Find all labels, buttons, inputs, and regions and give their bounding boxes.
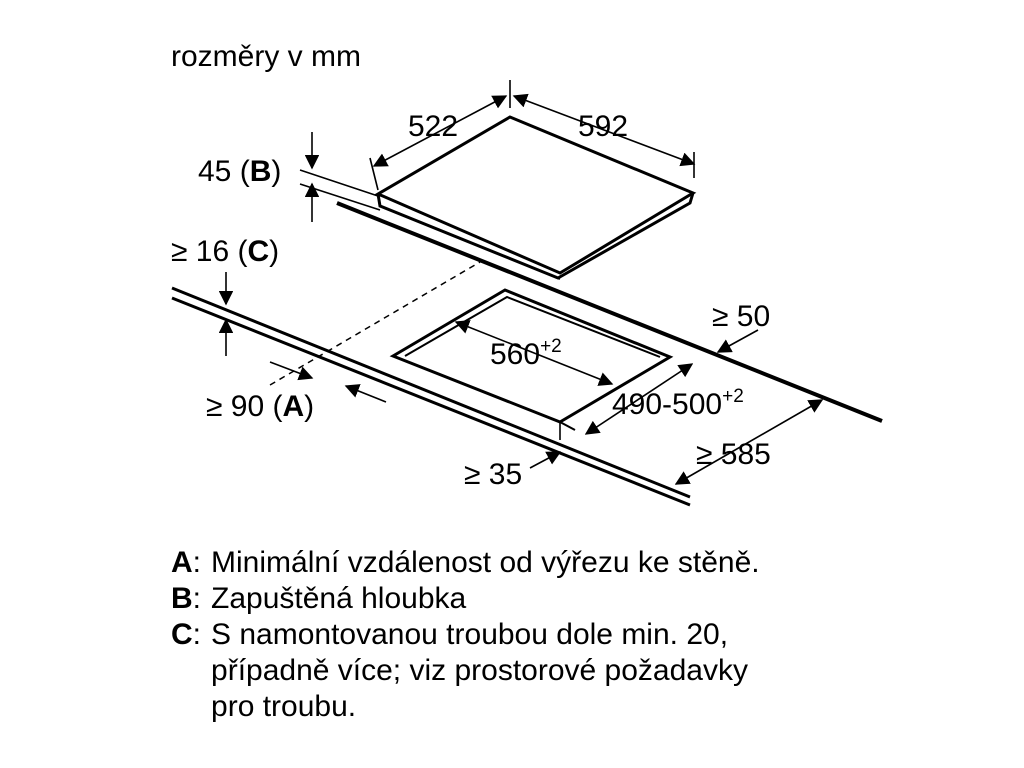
legend-row-c: C: S namontovanou troubou dole min. 20, …: [171, 618, 748, 723]
legend: A: Minimální vzdálenost od výřezu ke stě…: [171, 545, 931, 725]
dim-back-min: ≥ 50: [712, 300, 770, 333]
worktop-back-edge: [336, 201, 883, 423]
dim-front-min: ≥ 35: [464, 458, 522, 491]
dim-front-offset: ≥ 16 (C): [171, 235, 279, 268]
legend-key: B: [171, 582, 193, 615]
legend-text: Zapuštěná hloubka: [211, 582, 467, 615]
legend-text: Minimální vzdálenost od výřezu ke stěně.: [211, 546, 760, 579]
legend-key: C: [171, 618, 193, 651]
worktop-front-edge-bottom: [171, 296, 691, 507]
dim-hob-height: 45 (B): [198, 155, 281, 188]
dim-hob-width: 592: [578, 110, 628, 143]
dim-hob-depth: 522: [408, 110, 458, 143]
units-caption: rozměry v mm: [171, 40, 361, 73]
legend-text: S namontovanou troubou dole min. 20, pří…: [211, 618, 748, 723]
worktop-edges: [171, 201, 883, 507]
dim-wall-distance: ≥ 90 (A): [206, 390, 314, 423]
worktop-front-edge-top: [171, 286, 691, 499]
legend-row-b: B: Zapuštěná hloubka: [171, 582, 467, 615]
dimension-lines: [218, 80, 824, 485]
dim-worktop-depth: ≥ 585: [696, 438, 771, 471]
legend-key: A: [171, 546, 193, 579]
dim-cutout-depth: 490-500+2: [612, 386, 744, 421]
projection-line: [269, 261, 481, 386]
dim-cutout-width: 560+2: [490, 336, 562, 371]
legend-row-a: A: Minimální vzdálenost od výřezu ke stě…: [171, 546, 760, 579]
